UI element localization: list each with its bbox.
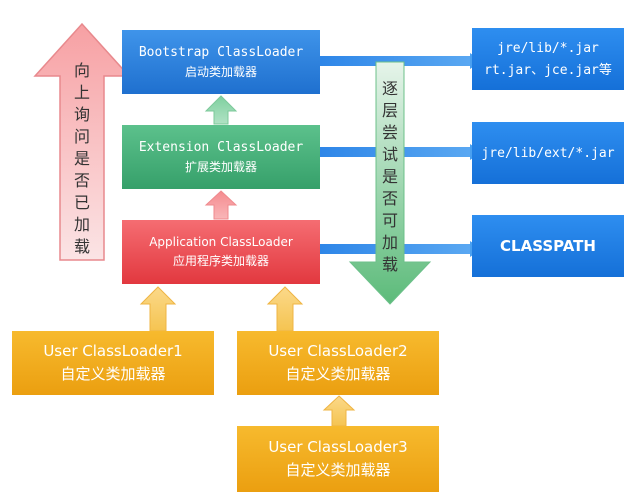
user-classloader2-box: User ClassLoader2 自定义类加载器 bbox=[237, 331, 439, 395]
arrow-application-to-extension bbox=[204, 190, 238, 220]
vertical-label-char: 加 bbox=[73, 215, 90, 234]
application-classloader-box: Application ClassLoader 应用程序类加载器 bbox=[122, 220, 320, 284]
vertical-label-char: 问 bbox=[73, 127, 90, 146]
vertical-label-char: 已 bbox=[73, 193, 90, 212]
vertical-label-char: 向 bbox=[73, 61, 90, 80]
vertical-label-char: 试 bbox=[381, 145, 398, 164]
user-classloader1-name: User ClassLoader1 bbox=[43, 342, 183, 360]
vertical-label-char: 层 bbox=[381, 101, 398, 120]
arrow-user1-to-application bbox=[139, 286, 177, 332]
extension-path-line1: jre/lib/ext/*.jar bbox=[481, 145, 615, 161]
arrow-user2-to-application bbox=[266, 286, 304, 332]
application-classloader-name: Application ClassLoader bbox=[149, 235, 293, 249]
vertical-label-char: 载 bbox=[381, 255, 398, 274]
user-classloader1-box: User ClassLoader1 自定义类加载器 bbox=[12, 331, 214, 395]
user-classloader3-cn: 自定义类加载器 bbox=[285, 461, 391, 479]
arrow-user3-to-user2 bbox=[322, 395, 356, 427]
vertical-label-char: 载 bbox=[73, 237, 90, 256]
vertical-label-char: 可 bbox=[381, 211, 398, 230]
vertical-label-char: 是 bbox=[381, 167, 398, 186]
user-classloader2-cn: 自定义类加载器 bbox=[285, 365, 391, 383]
classpath-label: CLASSPATH bbox=[500, 237, 596, 255]
upward-delegation-label: 向上询问是否已加载 bbox=[73, 60, 91, 258]
user-classloader3-box: User ClassLoader3 自定义类加载器 bbox=[237, 426, 439, 492]
user-classloader3-name: User ClassLoader3 bbox=[268, 438, 408, 456]
arrow-extension-to-bootstrap bbox=[204, 95, 238, 125]
downward-attempt-label: 逐层尝试是否可加载 bbox=[381, 78, 399, 276]
bootstrap-path-line1: jre/lib/*.jar bbox=[497, 40, 599, 56]
extension-classloader-name: Extension ClassLoader bbox=[138, 139, 304, 155]
vertical-label-char: 是 bbox=[73, 149, 90, 168]
extension-classloader-box: Extension ClassLoader 扩展类加载器 bbox=[122, 125, 320, 189]
downward-attempt-arrow bbox=[348, 61, 432, 305]
vertical-label-char: 加 bbox=[381, 233, 398, 252]
bootstrap-classloader-cn: 启动类加载器 bbox=[184, 64, 257, 79]
application-classloader-cn: 应用程序类加载器 bbox=[172, 254, 269, 268]
vertical-label-char: 否 bbox=[381, 189, 398, 208]
vertical-label-char: 尝 bbox=[381, 123, 398, 142]
bootstrap-classloader-name: Bootstrap ClassLoader bbox=[138, 44, 304, 60]
vertical-label-char: 询 bbox=[73, 105, 90, 124]
user-classloader2-name: User ClassLoader2 bbox=[268, 342, 408, 360]
classpath-box: CLASSPATH bbox=[472, 215, 624, 277]
bootstrap-path-line2: rt.jar、jce.jar等 bbox=[484, 62, 612, 78]
vertical-label-char: 逐 bbox=[381, 79, 398, 98]
extension-path-box: jre/lib/ext/*.jar bbox=[472, 122, 624, 184]
vertical-label-char: 上 bbox=[73, 83, 90, 102]
extension-classloader-cn: 扩展类加载器 bbox=[184, 159, 257, 174]
bootstrap-classloader-box: Bootstrap ClassLoader 启动类加载器 bbox=[122, 30, 320, 94]
user-classloader1-cn: 自定义类加载器 bbox=[60, 365, 166, 383]
vertical-label-char: 否 bbox=[73, 171, 90, 190]
bootstrap-path-box: jre/lib/*.jar rt.jar、jce.jar等 bbox=[472, 28, 624, 90]
